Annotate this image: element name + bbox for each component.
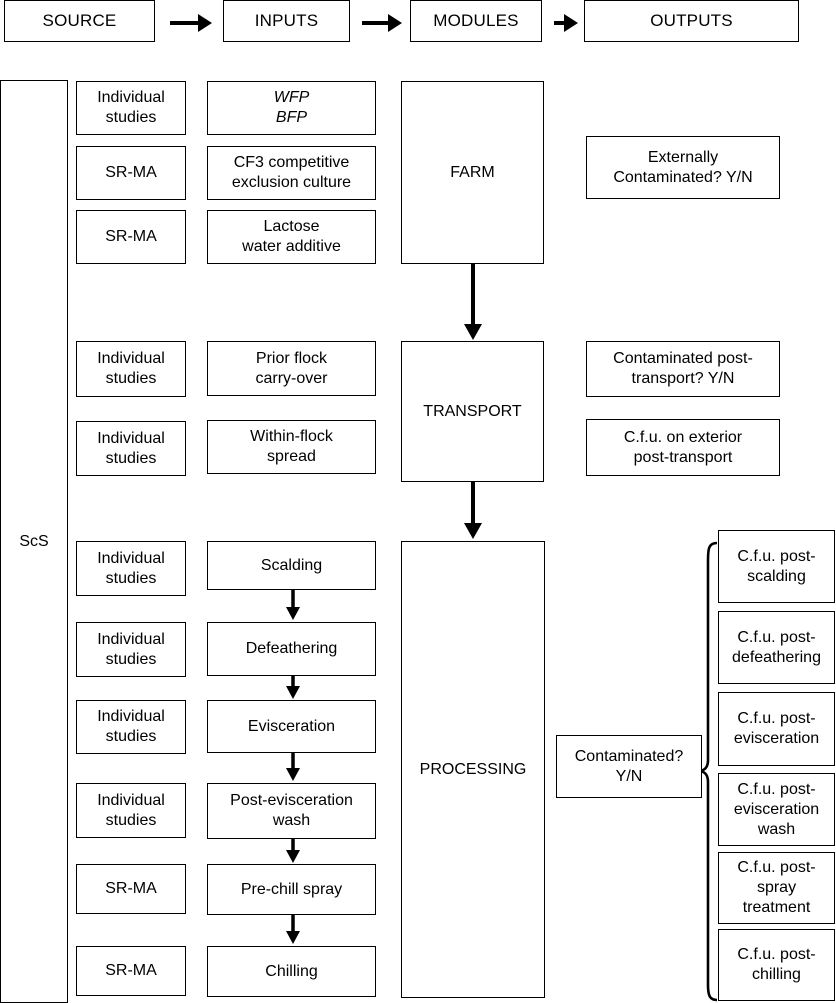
processing-row-1-source: Individual studies xyxy=(76,541,186,596)
header-outputs: OUTPUTS xyxy=(584,0,799,42)
cfu-output-scalding: C.f.u. post- scalding xyxy=(718,530,835,603)
transport-module: TRANSPORT xyxy=(401,341,544,482)
farm-row-3-source: SR-MA xyxy=(76,210,186,264)
step-arrow-4 xyxy=(286,838,300,863)
farm-row-1-input: WFP BFP xyxy=(207,81,376,135)
transport-output-1: Contaminated post- transport? Y/N xyxy=(586,341,780,397)
cfu-output-evisceration-wash: C.f.u. post- evisceration wash xyxy=(718,773,835,846)
cfu-outputs-brace xyxy=(699,541,718,1002)
processing-step-scalding: Scalding xyxy=(207,541,376,590)
processing-row-5-source: SR-MA xyxy=(76,864,186,914)
header-arrow-1 xyxy=(170,14,212,32)
header-modules: MODULES xyxy=(410,0,542,42)
farm-output: Externally Contaminated? Y/N xyxy=(586,136,780,199)
processing-row-4-source: Individual studies xyxy=(76,783,186,838)
farm-row-3-input: Lactose water additive xyxy=(207,210,376,264)
processing-output: Contaminated? Y/N xyxy=(556,735,702,798)
transport-to-processing-arrow xyxy=(464,481,482,539)
transport-row-2-source: Individual studies xyxy=(76,421,186,476)
processing-step-pre-chill-spray: Pre-chill spray xyxy=(207,864,376,915)
processing-step-post-evisceration-wash: Post-evisceration wash xyxy=(207,783,376,839)
header-inputs: INPUTS xyxy=(223,0,350,42)
step-arrow-5 xyxy=(286,914,300,944)
cfu-output-spray-treatment: C.f.u. post- spray treatment xyxy=(718,852,835,924)
header-arrow-3 xyxy=(554,14,578,32)
source-column-scs: ScS xyxy=(0,80,68,1003)
cfu-output-defeathering: C.f.u. post- defeathering xyxy=(718,611,835,684)
transport-row-2-input: Within-flock spread xyxy=(207,420,376,474)
farm-row-2-input: CF3 competitive exclusion culture xyxy=(207,146,376,200)
transport-row-1-input: Prior flock carry-over xyxy=(207,341,376,396)
transport-row-1-source: Individual studies xyxy=(76,341,186,397)
processing-step-defeathering: Defeathering xyxy=(207,622,376,676)
processing-row-2-source: Individual studies xyxy=(76,622,186,677)
farm-row-1-source: Individual studies xyxy=(76,81,186,135)
cfu-output-evisceration: C.f.u. post- evisceration xyxy=(718,692,835,766)
step-arrow-2 xyxy=(286,675,300,699)
header-arrow-2 xyxy=(362,14,402,32)
processing-row-6-source: SR-MA xyxy=(76,946,186,996)
cfu-output-chilling: C.f.u. post- chilling xyxy=(718,929,835,1001)
processing-module: PROCESSING xyxy=(401,541,545,998)
processing-step-chilling: Chilling xyxy=(207,946,376,997)
step-arrow-3 xyxy=(286,752,300,781)
farm-to-transport-arrow xyxy=(464,262,482,340)
farm-module: FARM xyxy=(401,81,544,264)
processing-row-3-source: Individual studies xyxy=(76,700,186,754)
processing-step-evisceration: Evisceration xyxy=(207,700,376,753)
transport-output-2: C.f.u. on exterior post-transport xyxy=(586,419,780,476)
header-source: SOURCE xyxy=(4,0,155,42)
farm-row-2-source: SR-MA xyxy=(76,146,186,200)
step-arrow-1 xyxy=(286,589,300,620)
